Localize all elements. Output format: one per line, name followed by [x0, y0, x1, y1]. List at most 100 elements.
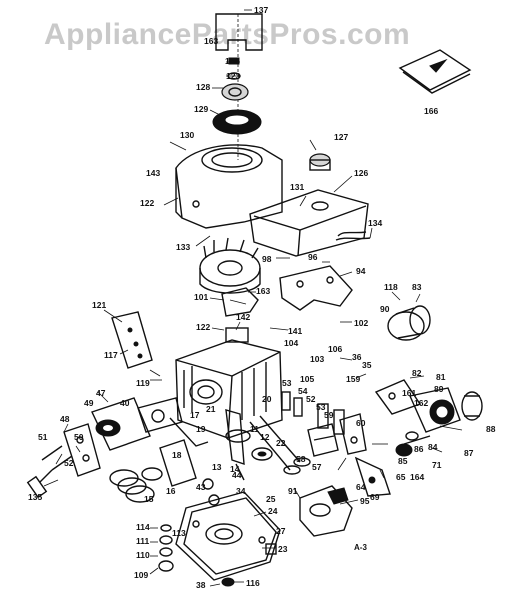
breather: [307, 423, 339, 457]
watermark: AppliancePartsPros.com: [44, 18, 411, 51]
callout-51: 51: [38, 432, 48, 442]
blower-housing: [163, 141, 283, 229]
callout-13: 13: [212, 462, 222, 472]
owner-manual: [398, 49, 472, 94]
callout-43: 43: [196, 482, 206, 492]
fuel-line: [335, 237, 371, 241]
head-bolts: [41, 445, 73, 471]
callout-110: 110: [136, 550, 150, 560]
callout-27: 27: [276, 526, 286, 536]
callout-164: 164: [410, 472, 424, 482]
callout-114: 114: [136, 522, 150, 532]
callout-113: 113: [172, 528, 186, 538]
callout-135: 135: [28, 492, 42, 502]
carburetor: [299, 485, 353, 537]
callout-49: 49: [84, 398, 94, 408]
callout-52: 52: [306, 394, 316, 404]
callout-14: 14: [230, 464, 240, 474]
callout-105: 105: [300, 374, 314, 384]
callout-52-left: 52: [64, 458, 74, 468]
figure-code: A-3: [354, 543, 367, 552]
callout-131: 131: [290, 182, 304, 192]
callout-142: 142: [236, 312, 250, 322]
callout-23: 23: [278, 544, 288, 554]
callout-166: 166: [424, 106, 438, 116]
engine-block: [175, 327, 283, 439]
callout-58: 58: [296, 454, 306, 464]
callout-134: 134: [368, 218, 382, 228]
callout-21: 21: [206, 404, 216, 414]
flywheel-nut-stack: [212, 13, 263, 160]
callout-104: 104: [284, 338, 298, 348]
callout-24: 24: [268, 506, 278, 516]
callout-89: 89: [434, 384, 444, 394]
spark-plug: [26, 469, 53, 499]
callout-163-top: 163: [204, 36, 218, 46]
callout-163: 163: [256, 286, 270, 296]
callout-86: 86: [414, 444, 424, 454]
crankshaft: [225, 409, 251, 481]
callout-25: 25: [266, 494, 276, 504]
callout-102: 102: [354, 318, 368, 328]
gasket-plate: [63, 423, 101, 477]
callout-159: 159: [346, 374, 360, 384]
oil-sump: [175, 491, 281, 581]
ignition-module: [221, 287, 259, 317]
callout-57: 57: [312, 462, 322, 472]
callout-36: 36: [352, 352, 362, 362]
throttle-bracket: [339, 413, 367, 455]
callout-38: 38: [196, 580, 206, 590]
tappets: [281, 391, 345, 435]
callout-141: 141: [288, 326, 302, 336]
callout-88: 88: [486, 424, 496, 434]
air-filter: [387, 305, 431, 341]
callout-121: 121: [92, 300, 106, 310]
piston-rings: [109, 467, 163, 503]
callout-85: 85: [398, 456, 408, 466]
muffler-deflector: [374, 379, 422, 415]
brake-bracket: [279, 265, 353, 311]
muffler: [409, 387, 483, 433]
callout-128: 128: [196, 82, 210, 92]
callout-129: 129: [194, 104, 208, 114]
callout-118: 118: [384, 282, 398, 292]
callout-84: 84: [428, 442, 438, 452]
callout-60: 60: [356, 418, 366, 428]
callout-22: 22: [276, 438, 286, 448]
callout-64: 64: [356, 482, 366, 492]
callout-98: 98: [262, 254, 272, 264]
callout-47: 47: [96, 388, 106, 398]
callout-59: 59: [324, 410, 334, 420]
callout-91: 91: [288, 486, 298, 496]
governor-gear: [395, 431, 431, 457]
callout-94: 94: [356, 266, 366, 276]
callout-122: 122: [196, 322, 210, 332]
callout-96: 96: [308, 252, 318, 262]
callout-20: 20: [262, 394, 272, 404]
callout-130: 130: [180, 130, 194, 140]
callout-12: 12: [260, 432, 270, 442]
callout-50: 50: [74, 432, 84, 442]
callout-116: 116: [246, 578, 260, 588]
callout-162: 162: [414, 398, 428, 408]
callout-87: 87: [464, 448, 474, 458]
callout-81: 81: [436, 372, 446, 382]
choke-link: [354, 456, 391, 497]
callout-109: 109: [134, 570, 148, 580]
callout-133: 133: [176, 242, 190, 252]
callout-123: 123: [226, 71, 240, 81]
callout-83: 83: [412, 282, 422, 292]
callout-44: 44: [232, 470, 242, 480]
camshaft-gear: [251, 447, 273, 461]
callout-127: 127: [334, 132, 348, 142]
callout-117: 117: [104, 350, 118, 360]
callout-119: 119: [136, 378, 150, 388]
callout-101: 101: [194, 292, 208, 302]
callout-65: 65: [396, 472, 406, 482]
callout-103: 103: [310, 354, 324, 364]
callout-34: 34: [236, 486, 246, 496]
callout-labels: 137 163 124 123 166 128 129 127 130 143 …: [28, 5, 496, 590]
callout-16: 16: [166, 486, 176, 496]
callout-53-top: 53: [282, 378, 292, 388]
